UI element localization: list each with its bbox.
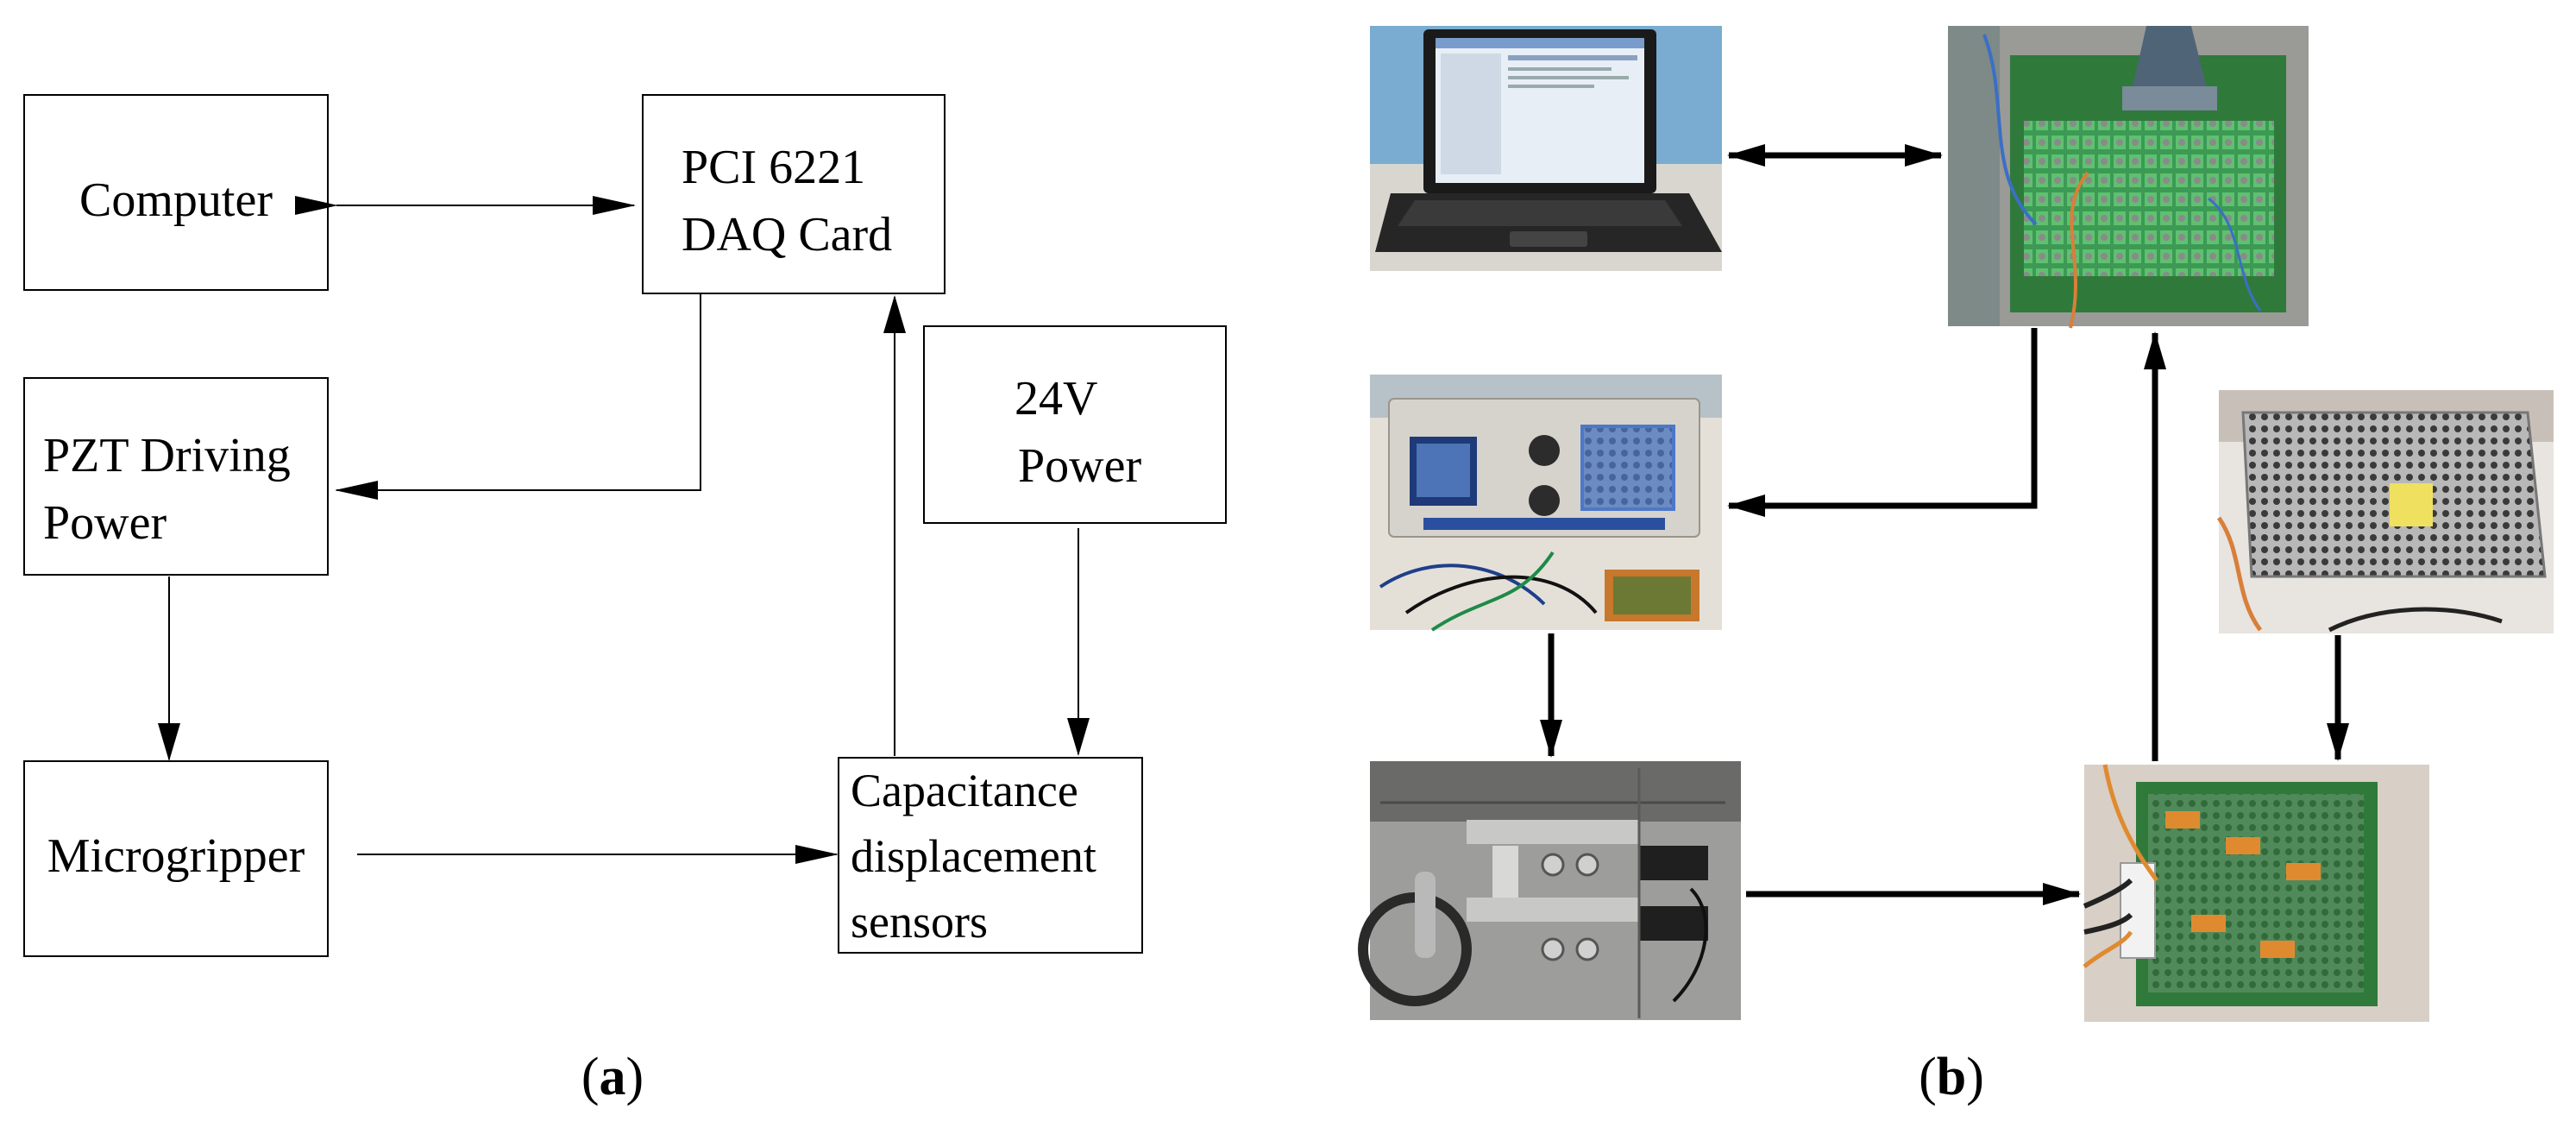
microgripper-label: Microgripper [47, 829, 305, 883]
panel-b-arrows [1540, 144, 2349, 905]
capacitance-sensors-block: Capacitance displacement sensors [838, 757, 1143, 954]
power24-label-line1: 24V [1015, 372, 1097, 425]
pzt-driver-photo [1370, 375, 1722, 632]
daq-to-pzt-arrow [335, 293, 701, 500]
daq-label-line2: DAQ Card [682, 208, 892, 261]
panel-b-caption: (b) [1919, 1048, 1984, 1106]
computer-block: Computer [23, 94, 329, 291]
caption-b-letter: b [1937, 1048, 1966, 1106]
power-supply-photo [2216, 390, 2554, 633]
daq-label-line1: PCI 6221 [682, 141, 865, 194]
power-24v-block: 24V Power [923, 325, 1227, 524]
panel-a-caption: (a) [581, 1048, 644, 1106]
board-to-driver-arrow [1727, 328, 2038, 517]
daq-card-block: PCI 6221 DAQ Card [642, 94, 946, 294]
microgripper-block: Microgripper [23, 760, 329, 957]
caption-a-letter: a [600, 1048, 626, 1106]
sensor-board-photo [2083, 764, 2429, 1022]
panel-b: (b) [1358, 26, 2554, 1106]
sensors-label-line1: Capacitance [851, 765, 1078, 816]
terminal-board-photo [1948, 26, 2309, 329]
sensors-label-line3: sensors [851, 896, 988, 948]
panel-a: Computer PCI 6221 DAQ Card PZT Driving P… [23, 94, 1227, 1106]
pzt-label-line2: Power [43, 496, 166, 550]
pzt-driving-power-block: PZT Driving Power [23, 377, 329, 576]
laptop-photo [1370, 26, 1722, 271]
caption-a-open: ( [581, 1048, 600, 1106]
computer-label: Computer [79, 173, 273, 227]
microgripper-photo [1358, 761, 1741, 1020]
power24-label-line2: Power [1018, 439, 1141, 493]
pzt-label-line1: PZT Driving [43, 429, 291, 482]
caption-b-open: ( [1919, 1048, 1937, 1106]
panel-a-arrows [158, 196, 1090, 864]
sensors-label-line2: displacement [851, 830, 1096, 882]
caption-b-close: ) [1966, 1048, 1984, 1106]
caption-a-close: ) [626, 1048, 644, 1106]
